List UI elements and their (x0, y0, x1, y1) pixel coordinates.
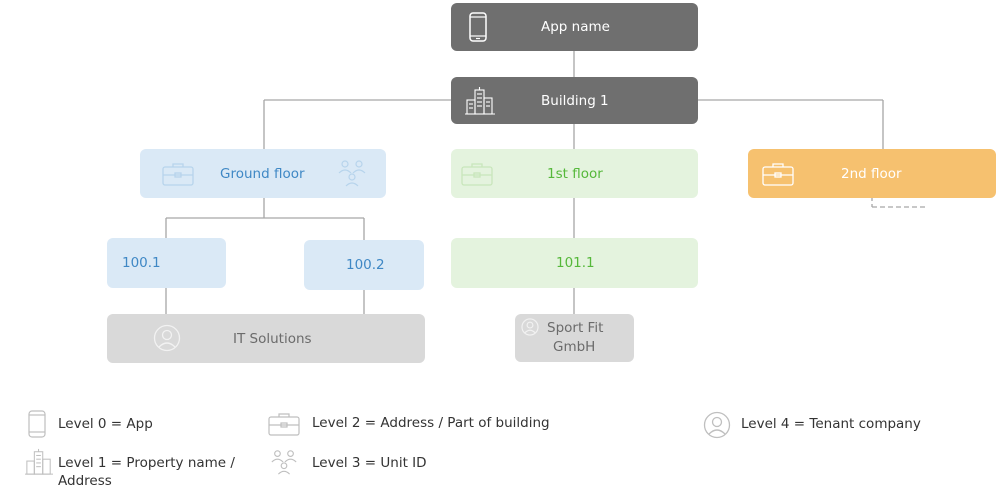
smartphone-icon (469, 12, 487, 42)
building-icon (465, 87, 495, 115)
legend-level0-text: Level 0 = App (58, 416, 153, 432)
first-floor-node[interactable]: 1st floor (451, 149, 698, 198)
legend-level3-text: Level 3 = Unit ID (312, 455, 427, 471)
tenant-it-solutions-node[interactable]: IT Solutions (107, 314, 425, 363)
person-circle-icon (703, 411, 731, 439)
tenant-sport-fit-line1: Sport Fit (547, 320, 604, 336)
second-floor-node[interactable]: 2nd floor (748, 149, 996, 198)
briefcase-icon (162, 163, 194, 186)
unit-100-1-node[interactable]: 100.1 (107, 238, 226, 288)
legend-level0: Level 0 = App (28, 410, 153, 438)
first-floor-label: 1st floor (547, 165, 603, 182)
legend-level3: Level 3 = Unit ID (270, 448, 427, 476)
ground-floor-label: Ground floor (220, 165, 305, 182)
unit-101-1-label: 101.1 (556, 255, 595, 271)
second-floor-label: 2nd floor (841, 165, 902, 182)
legend-level2-text: Level 2 = Address / Part of building (312, 415, 550, 431)
tenant-sport-fit-line2: GmbH (553, 339, 596, 355)
briefcase-icon (762, 163, 794, 186)
smartphone-icon (28, 410, 46, 438)
briefcase-icon (461, 163, 493, 186)
legend-level1-text-line1: Level 1 = Property name / (58, 455, 235, 471)
ground-floor-node[interactable]: Ground floor (140, 149, 386, 198)
building-node[interactable]: Building 1 (451, 77, 698, 124)
person-circle-icon (153, 324, 181, 352)
legend-level1-text-line2: Address (58, 473, 112, 489)
legend-level4: Level 4 = Tenant company (703, 411, 921, 439)
building-icon (25, 448, 53, 475)
briefcase-icon (268, 413, 300, 436)
people-group-icon (338, 160, 366, 187)
building-node-label: Building 1 (541, 92, 609, 109)
unit-100-2-label: 100.2 (346, 257, 385, 273)
unit-100-2-node[interactable]: 100.2 (304, 240, 424, 290)
tenant-sport-fit-node[interactable]: Sport Fit GmbH (515, 314, 634, 362)
app-node-label: App name (541, 19, 610, 35)
app-node[interactable]: App name (451, 3, 698, 51)
unit-101-1-node[interactable]: 101.1 (451, 238, 698, 288)
person-circle-icon (521, 318, 539, 336)
legend-level1: Level 1 = Property name / Address (25, 448, 235, 490)
legend-level4-text: Level 4 = Tenant company (741, 416, 921, 432)
tenant-it-solutions-label: IT Solutions (233, 330, 312, 347)
people-group-icon (271, 450, 297, 475)
unit-100-1-label: 100.1 (122, 255, 161, 271)
legend-level2: Level 2 = Address / Part of building (268, 412, 550, 436)
